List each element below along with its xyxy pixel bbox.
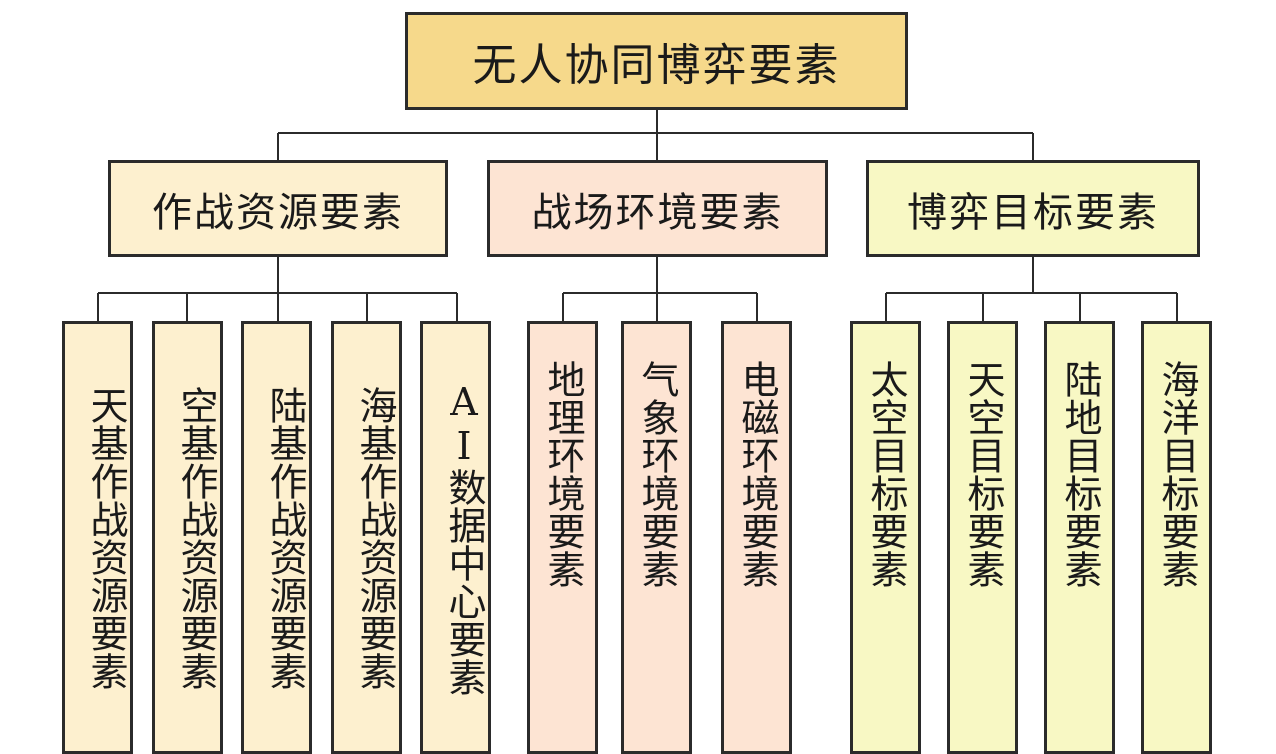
category-label: 作战资源要素 [152,189,404,236]
leaf-node: 海洋目标要素 [1141,321,1212,754]
category-label: 战场环境要素 [531,189,784,236]
category-node-resources: 作战资源要素 [108,160,448,257]
leaf-label: 陆地目标要素 [1058,360,1102,588]
leaf-node: 天基作战资源要素 [62,321,133,754]
leaf-node: 电磁环境要素 [721,321,792,754]
leaf-node: 陆基作战资源要素 [241,321,312,754]
leaf-node: 海基作战资源要素 [331,321,402,754]
leaf-label: 电磁环境要素 [735,360,779,588]
leaf-label: AI数据中心要素 [442,379,486,696]
leaf-label: 天基作战资源要素 [84,385,128,690]
category-node-targets: 博弈目标要素 [866,160,1200,257]
leaf-label: 天空目标要素 [961,360,1005,588]
leaf-label: 地理环境要素 [541,360,585,588]
leaf-label: 海洋目标要素 [1155,360,1199,588]
leaf-label: 空基作战资源要素 [174,385,218,690]
category-label: 博弈目标要素 [907,189,1159,236]
leaf-label: 气象环境要素 [635,360,679,588]
root-node: 无人协同博弈要素 [405,12,908,110]
leaf-node: 太空目标要素 [850,321,921,754]
leaf-label: 海基作战资源要素 [353,385,397,690]
leaf-label: 太空目标要素 [864,360,908,588]
root-label: 无人协同博弈要素 [472,40,841,91]
leaf-node: 天空目标要素 [947,321,1018,754]
leaf-node: 空基作战资源要素 [152,321,223,754]
leaf-node: 气象环境要素 [621,321,692,754]
leaf-node: AI数据中心要素 [420,321,491,754]
leaf-node: 陆地目标要素 [1044,321,1115,754]
category-node-environment: 战场环境要素 [487,160,828,257]
leaf-node: 地理环境要素 [527,321,598,754]
leaf-label: 陆基作战资源要素 [263,385,307,690]
